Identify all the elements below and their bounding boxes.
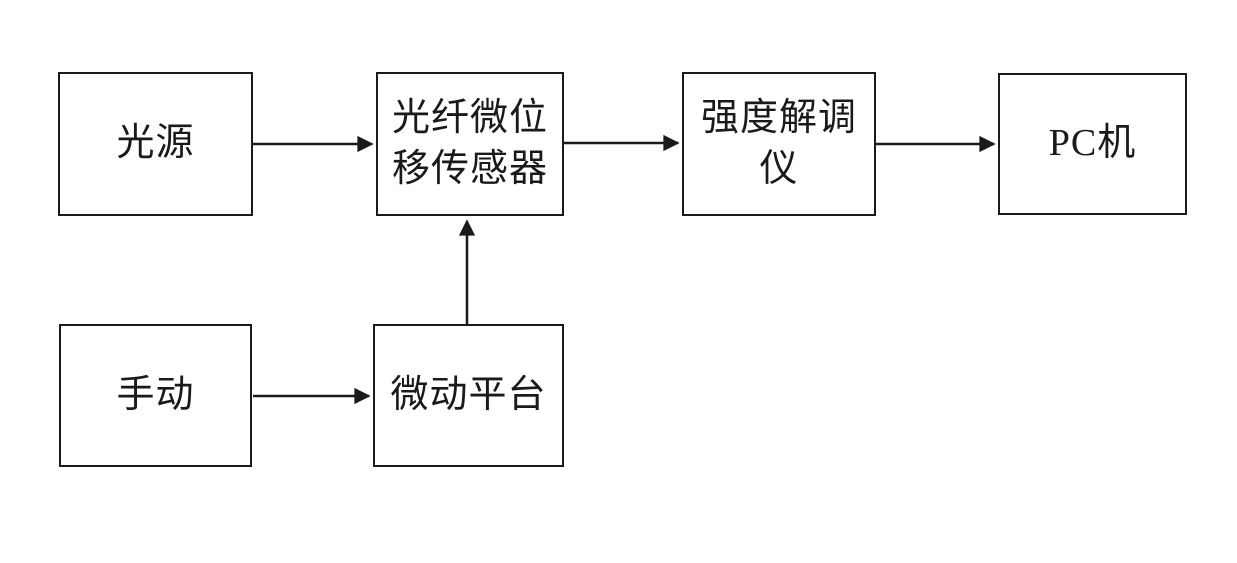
node-fiber-displacement-sensor-label: 光纤微位 移传感器 <box>391 96 548 190</box>
node-intensity-demodulator: 强度解调 仪 <box>682 72 876 216</box>
node-intensity-demodulator-label: 强度解调 仪 <box>700 96 857 190</box>
node-manual-label: 手动 <box>116 373 195 416</box>
node-light-source-label: 光源 <box>116 122 195 165</box>
node-pc-label: PC机 <box>1048 122 1137 165</box>
node-light-source: 光源 <box>58 72 253 216</box>
node-pc: PC机 <box>998 73 1187 215</box>
node-fiber-displacement-sensor: 光纤微位 移传感器 <box>376 72 564 216</box>
node-manual: 手动 <box>59 324 252 467</box>
node-micro-motion-stage: 微动平台 <box>373 324 564 467</box>
node-micro-motion-stage-label: 微动平台 <box>390 373 547 416</box>
